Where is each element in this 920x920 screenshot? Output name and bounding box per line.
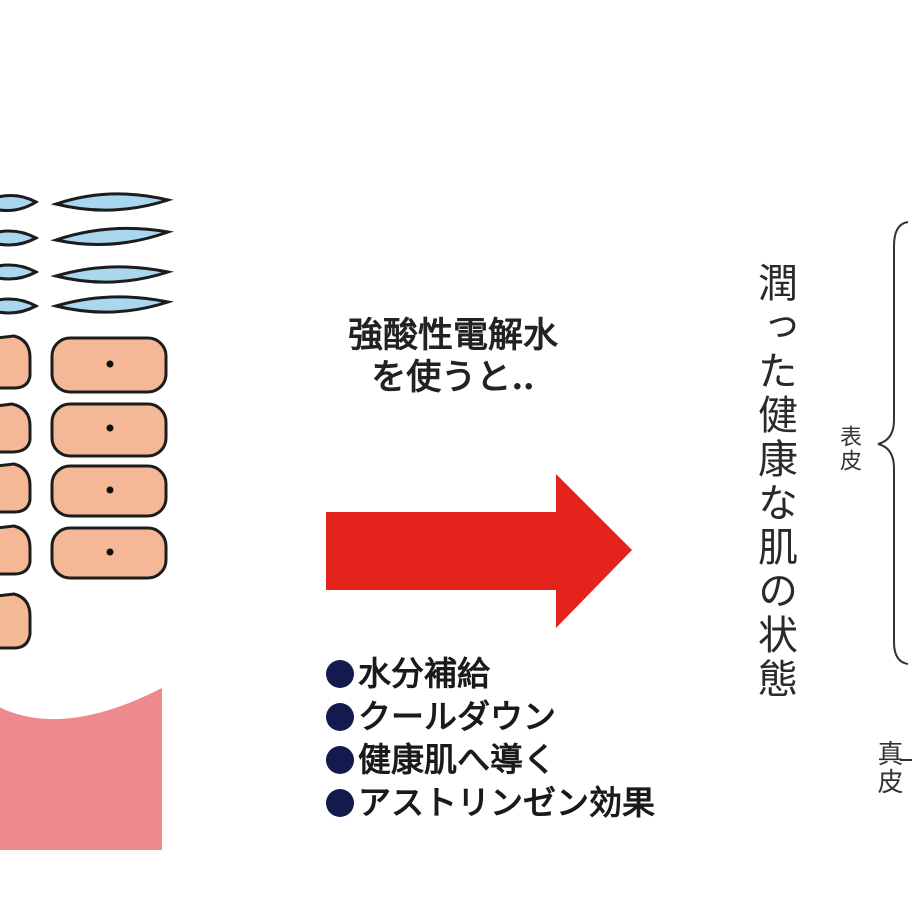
caption-line-2: を使うと‥ — [371, 357, 535, 398]
cell-nuclei — [106, 360, 114, 556]
dermis-layer — [0, 688, 162, 850]
benefit-label: アストリンゼン効果 — [358, 783, 655, 822]
arrow-right-icon — [326, 474, 632, 628]
benefit-item: 水分補給 — [326, 652, 655, 695]
benefit-item: 健康肌へ導く — [326, 738, 655, 781]
dermis-label: 真皮 — [873, 740, 903, 796]
horny-layer-left — [0, 194, 40, 315]
horny-layer-right — [50, 192, 174, 314]
bullet-icon — [326, 702, 354, 731]
benefit-label: クールダウン — [358, 697, 556, 736]
bullet-icon — [326, 745, 354, 774]
caption-line-1: 強酸性電解水 — [347, 315, 558, 356]
result-title: 潤った健康な肌の状態 — [751, 262, 797, 702]
caption: 強酸性電解水 を使うと‥ — [318, 315, 588, 399]
epidermis-label: 表皮 — [836, 425, 861, 473]
benefit-label: 水分補給 — [358, 654, 490, 693]
benefits-list: 水分補給 クールダウン 健康肌へ導く アストリンゼン効果 — [326, 652, 655, 824]
benefit-item: クールダウン — [326, 695, 655, 738]
bullet-icon — [326, 659, 354, 688]
epidermis-brace — [877, 221, 909, 665]
epidermis-cells-left — [0, 334, 32, 650]
benefit-item: アストリンゼン効果 — [326, 781, 655, 824]
benefit-label: 健康肌へ導く — [358, 740, 556, 779]
bullet-icon — [326, 788, 354, 817]
epidermis-cells-right — [50, 336, 168, 580]
